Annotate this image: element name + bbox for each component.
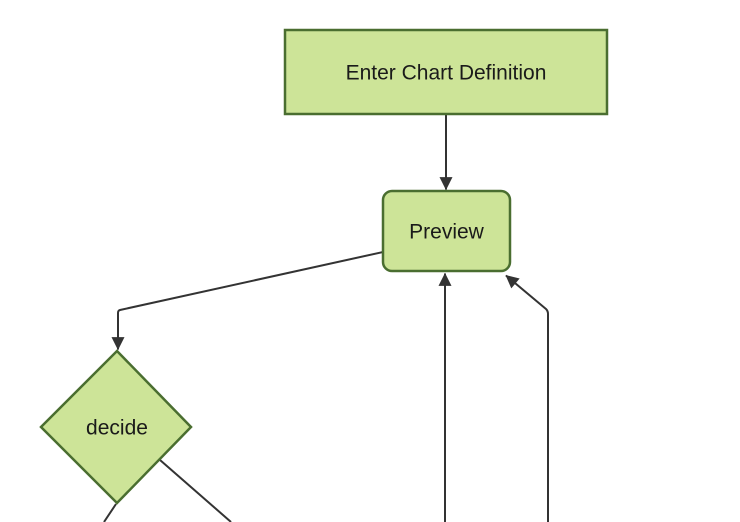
node-label: decide [86,417,148,440]
edge-line [111,251,384,351]
edge-decide-to-offscreen-left [103,503,117,522]
node-enter-chart-definition: Enter Chart Definition [283,28,609,116]
rectangle-node-shape [283,28,609,116]
edge-line [159,459,232,522]
edge-decide-to-offscreen-right [159,459,232,522]
edge-preview-to-decide [111,251,384,351]
node-label: Enter Chart Definition [346,62,547,85]
node-preview: Preview [381,189,512,273]
edge-line [505,274,549,522]
edge-offscreen-right-to-preview [505,274,549,522]
edge-line [103,503,117,522]
node-decide: decide [39,349,193,505]
node-label: Preview [409,221,485,244]
diamond-node-shape [39,349,193,505]
rounded-rectangle-node-shape [381,189,512,273]
